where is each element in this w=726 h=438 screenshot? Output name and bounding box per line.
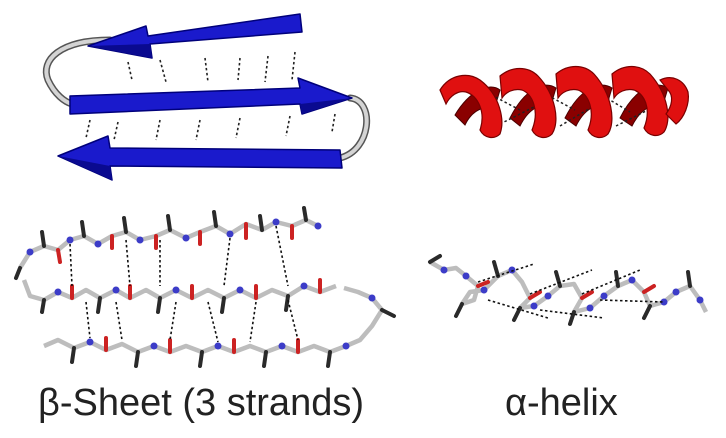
strand-1-shade — [88, 44, 152, 58]
cartoon-hbonds — [85, 51, 336, 141]
alpha-helix-cartoon — [439, 65, 689, 139]
beta-sheet-sticks — [14, 206, 396, 368]
alpha-helix-caption: α-helix — [505, 382, 618, 424]
sticks-hbonds — [69, 225, 299, 343]
strand-2-shade — [300, 98, 352, 114]
sticks-strand-c — [43, 285, 385, 355]
sticks-strand-a — [18, 217, 320, 270]
alpha-helix-sticks — [428, 254, 709, 326]
helix-sticks-hbonds — [477, 263, 665, 319]
loop-right-inner — [338, 96, 369, 160]
loop-left-inner — [44, 38, 112, 106]
sticks-strand-b — [21, 279, 337, 303]
strand-3-shade — [58, 156, 112, 180]
beta-sheet-cartoon — [42, 13, 371, 181]
beta-sheet-caption: β-Sheet (3 strands) — [38, 382, 364, 424]
